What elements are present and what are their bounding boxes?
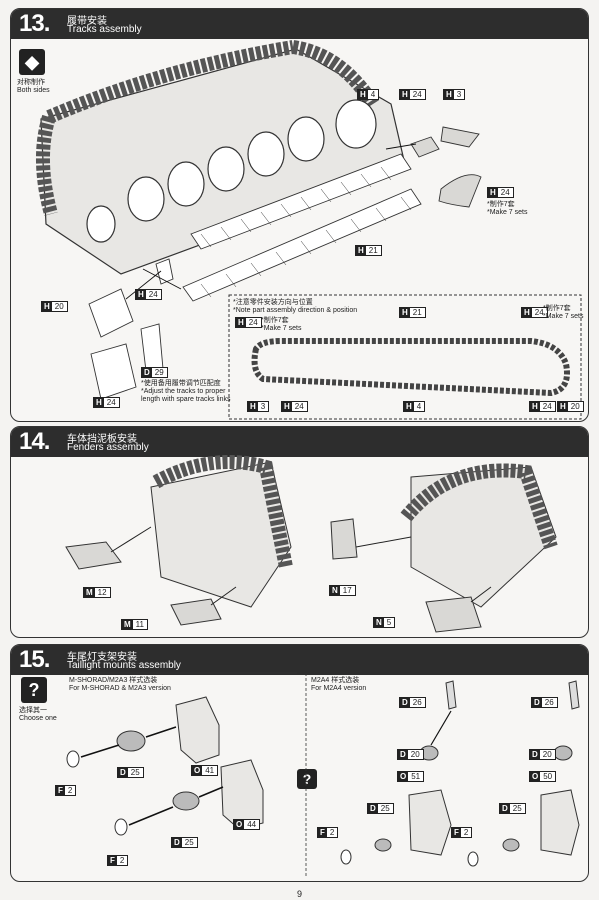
- step-title-en: Taillight mounts assembly: [67, 660, 181, 671]
- step-header: 15. 车尾灯支架安装 Taillight mounts assembly: [11, 645, 588, 675]
- step-13-panel: 13. 履带安装 Tracks assembly ◆ 对称制作 Both sid…: [10, 8, 589, 422]
- callout-make7-cn: *制作7套: [261, 317, 289, 324]
- symmetric-icon: ◆: [19, 49, 45, 75]
- step-15-panel: 15. 车尾灯支架安装 Taillight mounts assembly ? …: [10, 644, 589, 882]
- version-a-cn: M-SHORAD/M2A3 样式选装: [69, 677, 158, 684]
- question-icon: ?: [21, 677, 47, 703]
- step-title-cn: 履带安装: [67, 16, 107, 27]
- question-icon-center: ?: [297, 769, 317, 789]
- make-7-en: *Make 7 sets: [487, 209, 528, 216]
- choose-one-cn: 选择其一: [19, 707, 47, 714]
- step-header: 14. 车体挡泥板安装 Fenders assembly: [11, 427, 588, 457]
- taillight-illustration: [63, 672, 580, 877]
- step-title-en: Tracks assembly: [67, 24, 142, 35]
- callout-make7-right-cn: *制作7套: [543, 305, 571, 312]
- both-sides-cn: 对称制作: [17, 79, 45, 86]
- callout-note-cn: *注意零件安装方向与位置: [233, 299, 313, 306]
- version-b-en: For M2A4 version: [311, 685, 367, 692]
- step-title-cn: 车体挡泥板安装: [67, 434, 137, 445]
- both-sides-en: Both sides: [17, 87, 50, 94]
- page-number: 9: [296, 889, 302, 899]
- version-a-en: For M-SHORAD & M2A3 version: [69, 685, 171, 692]
- step-number: 14.: [19, 428, 50, 455]
- step-title-cn: 车尾灯支架安装: [67, 652, 137, 663]
- adjust-note-cn: *使用备用履带调节匹配度: [141, 380, 221, 387]
- callout-make7-right-en: *Make 7 sets: [543, 313, 584, 320]
- choose-one-en: Choose one: [19, 715, 57, 722]
- make-7-cn: *制作7套: [487, 201, 515, 208]
- callout-make7-en: *Make 7 sets: [261, 325, 302, 332]
- adjust-note-en-2: length with spare tracks links: [141, 396, 231, 403]
- version-b-cn: M2A4 样式选装: [311, 677, 360, 684]
- adjust-note-en-1: *Adjust the tracks to proper: [141, 388, 226, 395]
- tracks-illustration: [36, 40, 582, 420]
- step-number: 13.: [19, 10, 50, 37]
- callout-note-en: *Note part assembly direction & position: [233, 307, 358, 314]
- step-title-en: Fenders assembly: [67, 442, 149, 453]
- step-header: 13. 履带安装 Tracks assembly: [11, 9, 588, 39]
- fenders-illustration: [65, 455, 558, 633]
- step-number: 15.: [19, 646, 50, 673]
